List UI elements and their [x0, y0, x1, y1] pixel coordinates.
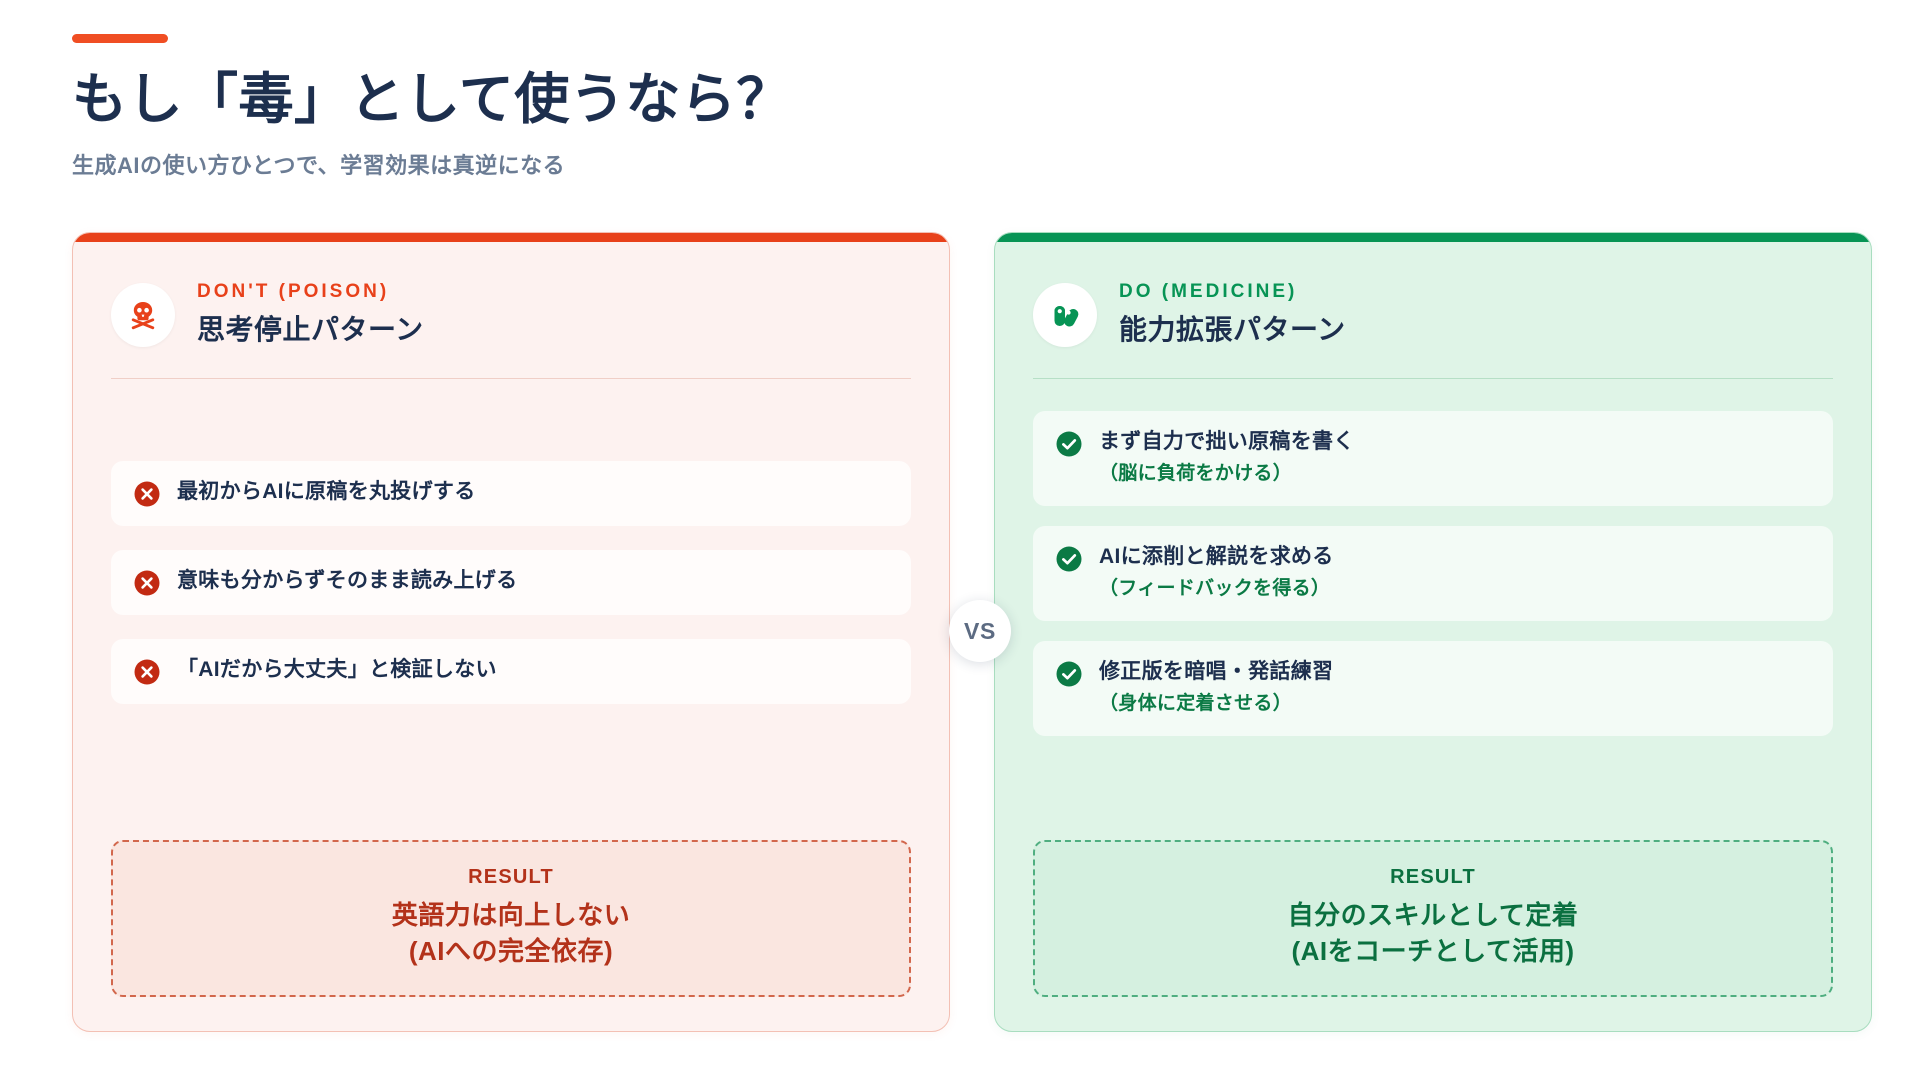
spacer: [111, 704, 911, 840]
circle-check-icon: [1055, 545, 1083, 573]
result-label: RESULT: [1390, 866, 1476, 889]
list-item-body: AIに添削と解説を求める （フィードバックを得る）: [1099, 544, 1334, 601]
result-box-do: RESULT 自分のスキルとして定着 (AIをコーチとして活用): [1033, 840, 1833, 997]
list-item[interactable]: 「AIだから大丈夫」と検証しない: [111, 639, 911, 704]
list-item-sub: （脳に負荷をかける）: [1099, 463, 1293, 485]
skull-crossbones-icon: [111, 282, 175, 347]
list-item[interactable]: AIに添削と解説を求める （フィードバックを得る）: [1033, 526, 1833, 621]
card-header-dont: DON'T (POISON) 思考停止パターン: [111, 281, 911, 348]
list-item-main: AIに添削と解説を求める: [1099, 545, 1334, 568]
card-kicker-do: DO (MEDICINE): [1119, 281, 1298, 302]
list-item-main: 修正版を暗唱・発話練習: [1099, 660, 1334, 683]
card-accent-top-bar: [995, 233, 1871, 242]
result-label: RESULT: [468, 866, 554, 889]
do-list: まず自力で拙い原稿を書く （脳に負荷をかける） AIに添削と解説を求める （フィ…: [1033, 403, 1833, 736]
card-title-do: 能力拡張パターン: [1119, 314, 1346, 345]
list-item[interactable]: 最初からAIに原稿を丸投げする: [111, 461, 911, 526]
circle-x-icon: [133, 658, 161, 686]
list-item-main: 最初からAIに原稿を丸投げする: [177, 480, 476, 503]
card-divider-do: [1033, 378, 1833, 379]
vs-badge: VS: [949, 600, 1011, 662]
comparison-cards: DON'T (POISON) 思考停止パターン 最初からAIに原稿を丸投げする: [72, 232, 1872, 1032]
list-item-sub: （身体に定着させる）: [1099, 693, 1293, 715]
spacer: [1033, 736, 1833, 840]
list-item-main: 意味も分からずそのまま読み上げる: [177, 569, 518, 592]
accent-bar: [72, 34, 168, 43]
card-dont-poison: DON'T (POISON) 思考停止パターン 最初からAIに原稿を丸投げする: [72, 232, 950, 1032]
card-do-medicine: DO (MEDICINE) 能力拡張パターン まず自力で拙い原稿を書く: [994, 232, 1872, 1032]
result-line-2: (AIをコーチとして活用): [1291, 936, 1575, 967]
list-item-body: 修正版を暗唱・発話練習 （身体に定着させる）: [1099, 659, 1333, 716]
list-item[interactable]: まず自力で拙い原稿を書く （脳に負荷をかける）: [1033, 411, 1833, 506]
circle-check-icon: [1055, 430, 1083, 458]
circle-x-icon: [133, 480, 161, 508]
list-item[interactable]: 意味も分からずそのまま読み上げる: [111, 550, 911, 615]
vs-label: VS: [964, 617, 996, 644]
page-title: もし「毒」として使うなら？: [72, 68, 792, 130]
list-item-sub: （フィードバックを得る）: [1099, 578, 1331, 600]
circle-check-icon: [1055, 660, 1083, 688]
card-header-do: DO (MEDICINE) 能力拡張パターン: [1033, 281, 1833, 348]
result-line-2: (AIへの完全依存): [408, 936, 614, 967]
result-box-dont: RESULT 英語力は向上しない (AIへの完全依存): [111, 840, 911, 997]
card-title-dont: 思考停止パターン: [197, 314, 424, 345]
result-line-1: 自分のスキルとして定着: [1287, 900, 1579, 931]
list-item-body: まず自力で拙い原稿を書く （脳に負荷をかける）: [1099, 429, 1355, 486]
page-subtitle: 生成AIの使い方ひとつで、学習効果は真逆になる: [72, 152, 566, 178]
list-item-body: 「AIだから大丈夫」と検証しない: [177, 657, 497, 683]
list-item-body: 意味も分からずそのまま読み上げる: [177, 568, 517, 594]
list-item-body: 最初からAIに原稿を丸投げする: [177, 479, 476, 505]
card-header-text-dont: DON'T (POISON) 思考停止パターン: [197, 281, 424, 348]
list-item-main: 「AIだから大丈夫」と検証しない: [177, 658, 497, 681]
card-kicker-dont: DON'T (POISON): [197, 281, 390, 302]
card-accent-top-bar: [73, 233, 949, 242]
header: もし「毒」として使うなら？ 生成AIの使い方ひとつで、学習効果は真逆になる: [72, 34, 792, 180]
circle-x-icon: [133, 569, 161, 597]
pills-capsule-icon: [1033, 282, 1097, 347]
list-item[interactable]: 修正版を暗唱・発話練習 （身体に定着させる）: [1033, 641, 1833, 736]
card-divider-dont: [111, 378, 911, 379]
card-header-text-do: DO (MEDICINE) 能力拡張パターン: [1119, 281, 1346, 348]
result-line-1: 英語力は向上しない: [391, 900, 631, 931]
dont-list: 最初からAIに原稿を丸投げする 意味も分からずそのまま読み上げる: [111, 403, 911, 704]
list-item-main: まず自力で拙い原稿を書く: [1099, 430, 1355, 453]
